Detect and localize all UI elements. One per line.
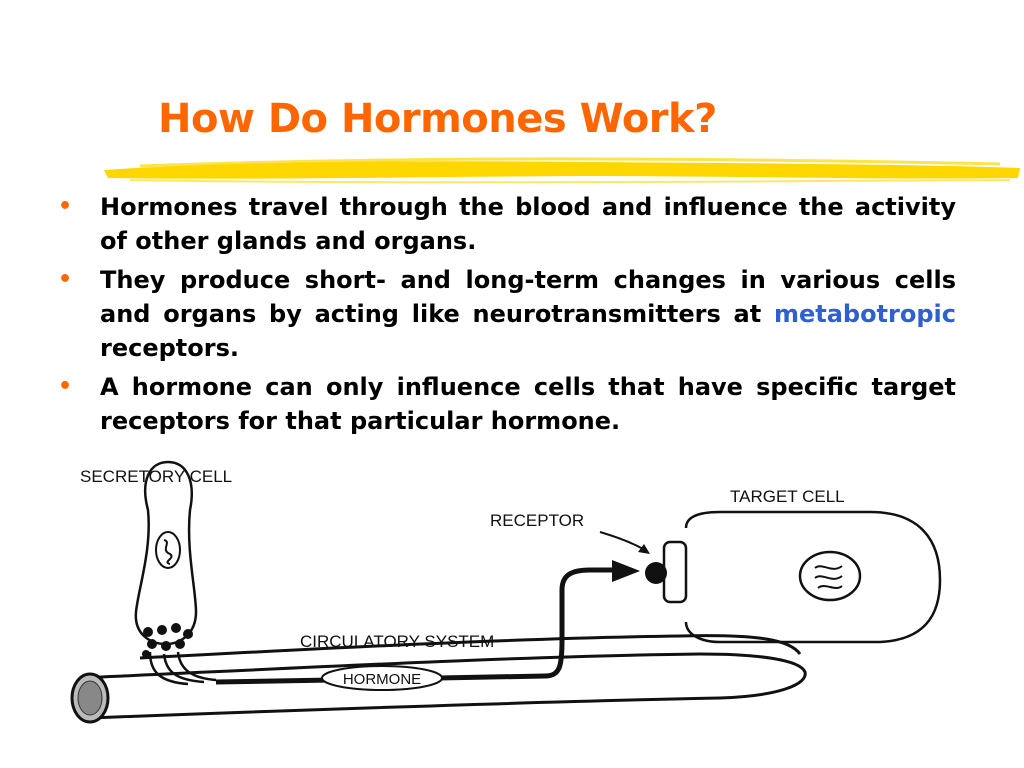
bullet-text-end: receptors. — [100, 334, 239, 362]
bullet-item: • A hormone can only influence cells tha… — [58, 370, 956, 438]
bullet-text: They produce short- and long-term change… — [100, 266, 956, 328]
bullet-dot: • — [58, 194, 73, 219]
bullet-dot: • — [58, 374, 73, 399]
bullet-text: Hormones travel through the blood and in… — [100, 193, 956, 255]
title-underline-brushstroke — [104, 157, 1020, 184]
bullet-item: • Hormones travel through the blood and … — [58, 190, 956, 258]
target-cell — [662, 510, 942, 644]
vessel-opening-inner — [77, 680, 103, 716]
hormone-path-line — [215, 567, 612, 685]
receptor — [645, 562, 667, 584]
bullet-text: A hormone can only influence cells that … — [100, 373, 956, 435]
receptor-pointer-head — [638, 544, 650, 554]
hormone-pill — [321, 665, 443, 691]
slide-title: How Do Hormones Work? — [158, 96, 717, 142]
highlighted-term: metabotropic — [773, 300, 956, 328]
hormone-diagram: SECRETORY CELL TARGET CELL RECEPTOR CIRC… — [70, 460, 942, 724]
bullet-list: • Hormones travel through the blood and … — [58, 190, 956, 443]
release-arrows — [148, 651, 217, 686]
hormone-arrowhead — [612, 560, 640, 582]
receptor-label: RECEPTOR — [490, 511, 584, 530]
secretory-cell-label: SECRETORY CELL — [80, 467, 232, 486]
secretory-cell — [134, 460, 198, 658]
target-cell-label: TARGET CELL — [730, 487, 845, 506]
bullet-item: • They produce short- and long-term chan… — [58, 263, 956, 365]
hormone-label: HORMONE — [343, 671, 421, 688]
circulatory-system-label: CIRCULATORY SYSTEM — [300, 632, 494, 651]
blood-vessel — [79, 634, 807, 720]
bullet-dot: • — [58, 267, 73, 292]
